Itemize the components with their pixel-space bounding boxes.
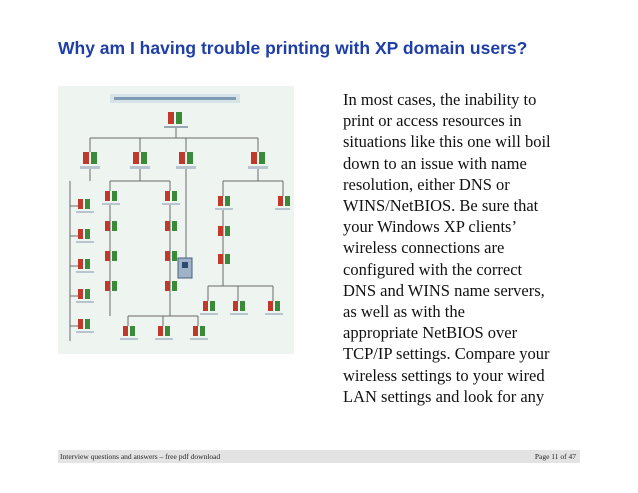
answer-line: DNS and WINS name servers, xyxy=(343,280,545,300)
answer-line: your Windows XP clients’ xyxy=(343,217,517,237)
answer-line: configured with the correct xyxy=(343,259,523,279)
answer-line: wireless connections are xyxy=(343,238,505,258)
answer-line: print or access resources in xyxy=(343,111,522,131)
bottom-nodes xyxy=(123,326,205,336)
footer-source-text: Interview questions and answers – free p… xyxy=(60,452,221,461)
tree-nodes xyxy=(78,112,290,336)
answer-line: In most cases, the inability to xyxy=(343,90,537,109)
left-column-nodes xyxy=(78,199,90,329)
middle-nodes xyxy=(105,191,193,291)
level1-nodes xyxy=(83,152,265,164)
answer-line: TCP/IP settings. Compare your xyxy=(343,344,550,364)
diagram-svg xyxy=(69,94,290,341)
answer-line: as well as with the xyxy=(343,302,465,322)
answer-line: situations like this one will boil xyxy=(343,132,551,152)
slide-title: Why am I having trouble printing with XP… xyxy=(58,38,528,58)
diagram-header-text xyxy=(114,97,236,100)
answer-line: wireless settings to your wired xyxy=(343,365,545,385)
answer-line: resolution, either DNS or xyxy=(343,174,510,194)
answer-text: In most cases, the inability to print or… xyxy=(343,89,593,407)
root-node xyxy=(164,112,188,128)
page-number: Page 11 of 47 xyxy=(534,452,576,461)
answer-line: down to an issue with name xyxy=(343,153,527,173)
answer-line: appropriate NetBIOS over xyxy=(343,323,518,343)
ldap-tree-diagram-image xyxy=(58,86,294,354)
answer-line: WINS/NetBIOS. Be sure that xyxy=(343,196,539,216)
answer-line: LAN settings and look for any xyxy=(343,386,545,406)
right-nodes xyxy=(203,196,290,311)
page-footer: Interview questions and answers – free p… xyxy=(58,450,580,463)
node-label-placeholders xyxy=(76,166,290,340)
